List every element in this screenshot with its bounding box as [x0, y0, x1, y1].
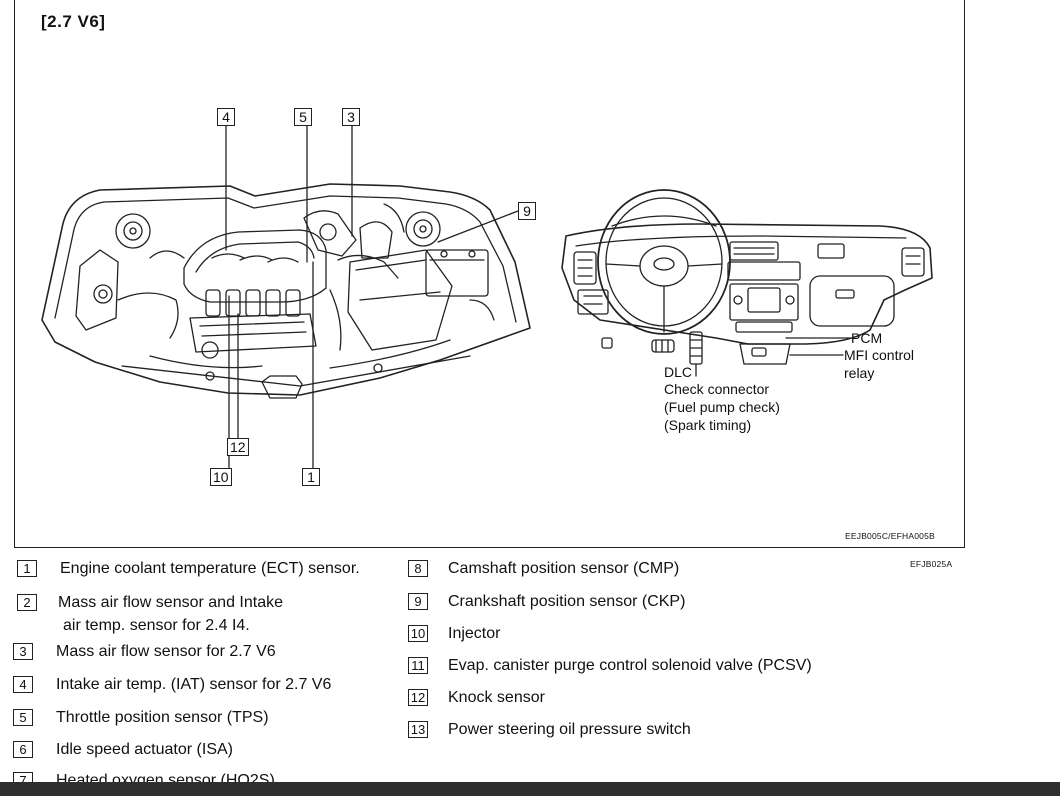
- legend-number-box: 3: [13, 643, 33, 660]
- legend-number-box: 2: [17, 594, 37, 611]
- legend-number-box: 8: [408, 560, 428, 577]
- callout-10: 10: [210, 468, 232, 486]
- legend-number-box: 1: [17, 560, 37, 577]
- callout-12: 12: [227, 438, 249, 456]
- dashboard-drawing: [561, 189, 933, 365]
- legend-text: Mass air flow sensor for 2.7 V6: [56, 643, 276, 660]
- callout-3: 3: [342, 108, 360, 126]
- callout-4: 4: [217, 108, 235, 126]
- figure-title: [2.7 V6]: [41, 12, 106, 31]
- label-pcm: PCM: [851, 330, 883, 346]
- dashboard-leader-lines: [695, 337, 851, 377]
- legend-number-box: 6: [13, 741, 33, 758]
- callout-1: 1: [302, 468, 320, 486]
- legend-text: Intake air temp. (IAT) sensor for 2.7 V6: [56, 676, 332, 693]
- legend-text: Crankshaft position sensor (CKP): [448, 593, 686, 610]
- figure-code-side: EFJB025A: [910, 559, 953, 569]
- legend-text: Injector: [448, 625, 501, 642]
- label-fuel-pump-check: (Fuel pump check): [664, 399, 780, 415]
- label-relay: relay: [844, 365, 875, 381]
- engine-bay-drawing: [41, 183, 531, 399]
- window-bottom-bar: [0, 782, 1060, 796]
- legend-text: Knock sensor: [448, 689, 545, 706]
- legend-text: air temp. sensor for 2.4 I4.: [63, 617, 250, 634]
- label-spark-timing: (Spark timing): [664, 417, 752, 433]
- ignition-coils: [205, 289, 301, 317]
- label-mfi-control: MFI control: [844, 347, 915, 363]
- legend-number-box: 12: [408, 689, 428, 706]
- legend-text: Evap. canister purge control solenoid va…: [448, 657, 812, 674]
- label-check-connector: Check connector: [664, 381, 770, 397]
- legend-text: Camshaft position sensor (CMP): [448, 560, 680, 577]
- legend-number-box: 11: [408, 657, 428, 674]
- legend-number-box: 13: [408, 721, 428, 738]
- figure-frame: [14, 0, 965, 548]
- callout-9: 9: [518, 202, 536, 220]
- legend-text: Engine coolant temperature (ECT) sensor.: [60, 560, 360, 577]
- label-dlc: DLC: [664, 364, 693, 380]
- legend-number-box: 4: [13, 676, 33, 693]
- legend-text: Idle speed actuator (ISA): [56, 741, 233, 758]
- legend-text: Throttle position sensor (TPS): [56, 709, 269, 726]
- callout-5: 5: [294, 108, 312, 126]
- legend-text: Mass air flow sensor and Intake: [58, 594, 283, 611]
- legend-number-box: 5: [13, 709, 33, 726]
- legend-number-box: 10: [408, 625, 428, 642]
- legend-number-box: 9: [408, 593, 428, 610]
- legend-text: Power steering oil pressure switch: [448, 721, 691, 738]
- figure-code-main: EEJB005C/EFHA005B: [845, 531, 935, 541]
